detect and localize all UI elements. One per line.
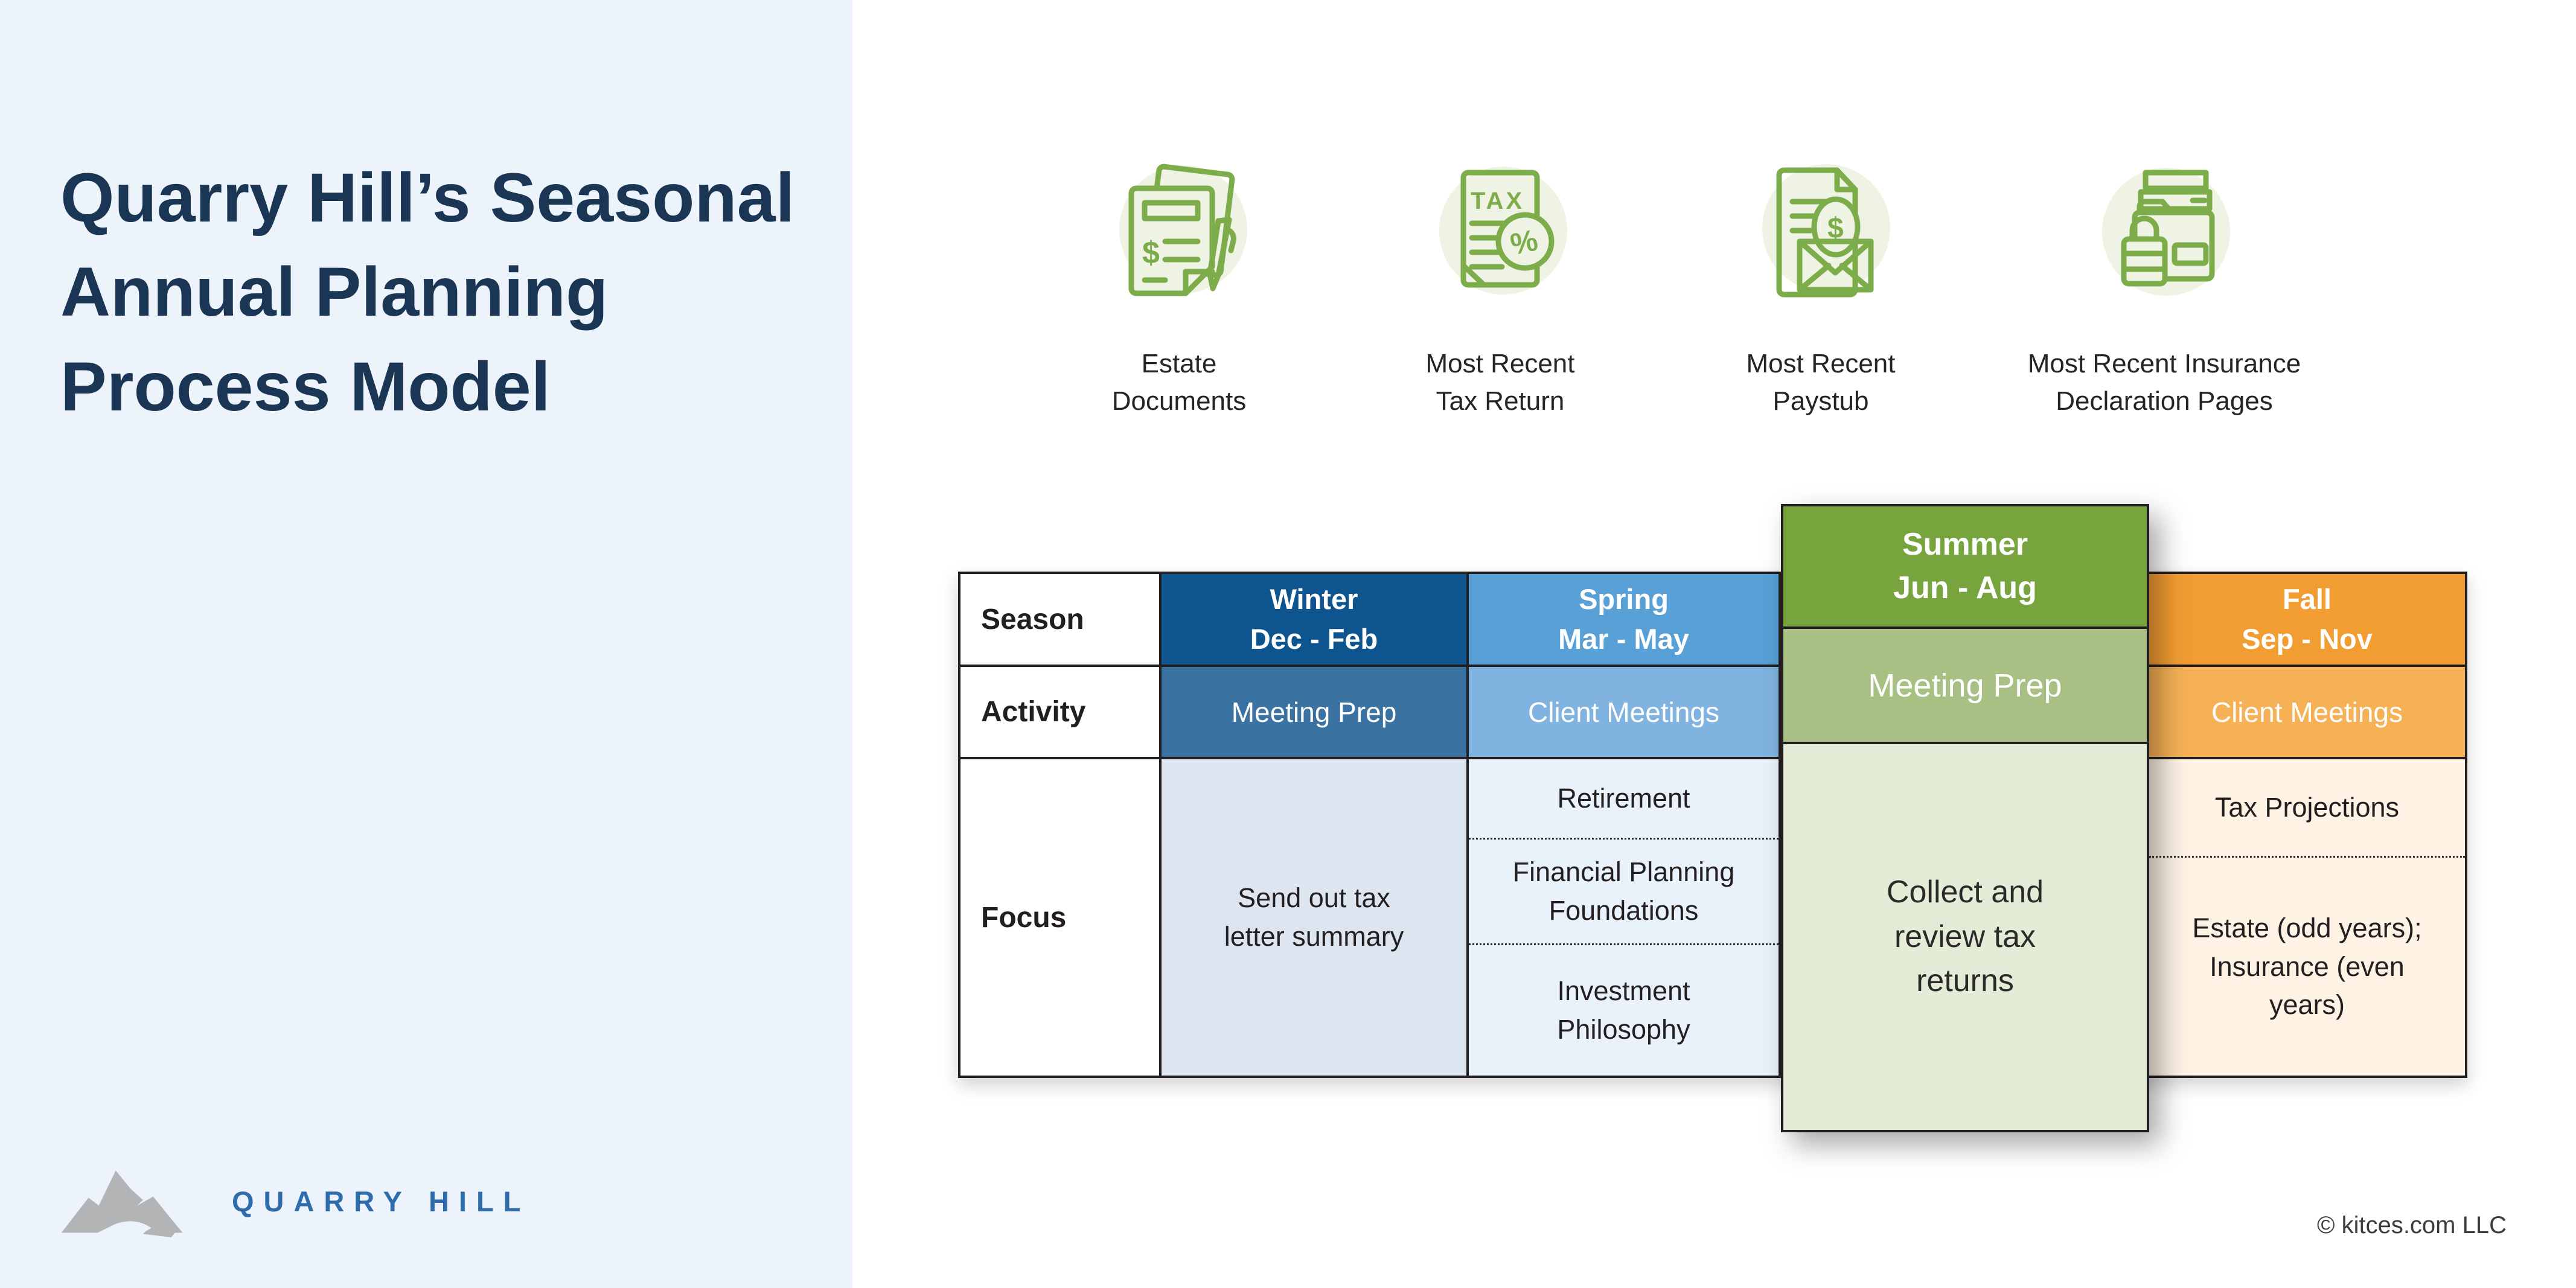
focus-item-row: Tax Projections [2149,759,2465,856]
season-header-fall: Fall Sep - Nov [2149,574,2465,667]
sidebar: Quarry Hill’s Seasonal Annual Planning P… [0,0,852,1288]
activity-summer: Meeting Prep [1783,626,2147,744]
row-label-activity: Activity [960,667,1162,759]
season-header-winter: Winter Dec - Feb [1162,574,1469,667]
season-months: Dec - Feb [1250,623,1378,655]
focus-item: Collect and review tax returns [1886,874,2044,999]
focus-spring: Retirement Financial Planning Foundation… [1469,759,1781,1076]
summer-column-elevated: Summer Jun - Aug Meeting Prep Collect an… [1781,504,2149,1132]
activity-spring: Client Meetings [1469,667,1781,759]
season-name: Winter [1270,583,1358,616]
estate-documents-icon: $ [1119,164,1247,296]
focus-item: Retirement [1557,783,1690,814]
focus-item-row: Retirement [1469,759,1779,838]
page-title: Quarry Hill’s Seasonal Annual Planning P… [60,159,795,426]
season-months: Mar - May [1558,623,1689,655]
document-item-estate: $ Estate Documents [1088,150,1270,421]
season-header-summer: Summer Jun - Aug [1783,506,2147,626]
document-label: Most Recent Insurance Declaration Pages [2027,349,2301,416]
mountain-logo-icon [61,1170,183,1238]
planning-table: Season Winter Dec - Feb Spring Mar - May… [958,572,2467,1078]
insurance-declarations-icon [2102,168,2230,296]
focus-item: Financial Planning Foundations [1512,856,1735,926]
tax-glyph: TAX [1471,188,1524,214]
season-name: Spring [1579,583,1669,616]
activity-fall: Client Meetings [2149,667,2465,759]
copyright: © kitces.com LLC [2316,1212,2507,1239]
document-label: Estate Documents [1111,349,1247,416]
activity-winter: Meeting Prep [1162,667,1469,759]
focus-item-row: Estate (odd years); Insurance (even year… [2149,856,2465,1076]
brand-logo: QUARRY HILL [58,1160,530,1242]
season-header-spring: Spring Mar - May [1469,574,1781,667]
focus-item-row: Financial Planning Foundations [1469,838,1779,943]
focus-item: Estate (odd years); Insurance (even year… [2192,912,2422,1021]
row-label-focus: Focus [960,759,1162,1076]
focus-summer: Collect and review tax returns [1783,744,2147,1130]
focus-fall: Tax Projections Estate (odd years); Insu… [2149,759,2465,1076]
document-item-tax-return: TAX % Most Recent Tax Return [1410,150,1591,421]
focus-item-row: Investment Philosophy [1469,943,1779,1076]
season-name: Summer [1902,526,2028,562]
document-item-paystub: $ Most Recent Paystub [1730,150,1911,421]
season-name: Fall [2283,583,2332,616]
document-label: Most Recent Paystub [1746,349,1896,416]
document-item-insurance: Most Recent Insurance Declaration Pages [1977,150,2351,421]
focus-item: Investment Philosophy [1557,975,1690,1045]
tax-return-icon: TAX % [1439,167,1567,295]
paystub-icon: $ [1762,164,1890,298]
dollar-glyph: $ [1142,235,1160,270]
season-months: Jun - Aug [1893,570,2037,605]
brand-name: QUARRY HILL [232,1185,531,1217]
row-label-season: Season [960,574,1162,667]
focus-winter: Send out tax letter summary [1162,759,1469,1076]
focus-item: Tax Projections [2214,792,2400,823]
document-label: Most Recent Tax Return [1425,349,1575,416]
season-months: Sep - Nov [2242,623,2373,655]
focus-item: Send out tax letter summary [1224,882,1404,952]
dollar-glyph: $ [1827,212,1844,244]
